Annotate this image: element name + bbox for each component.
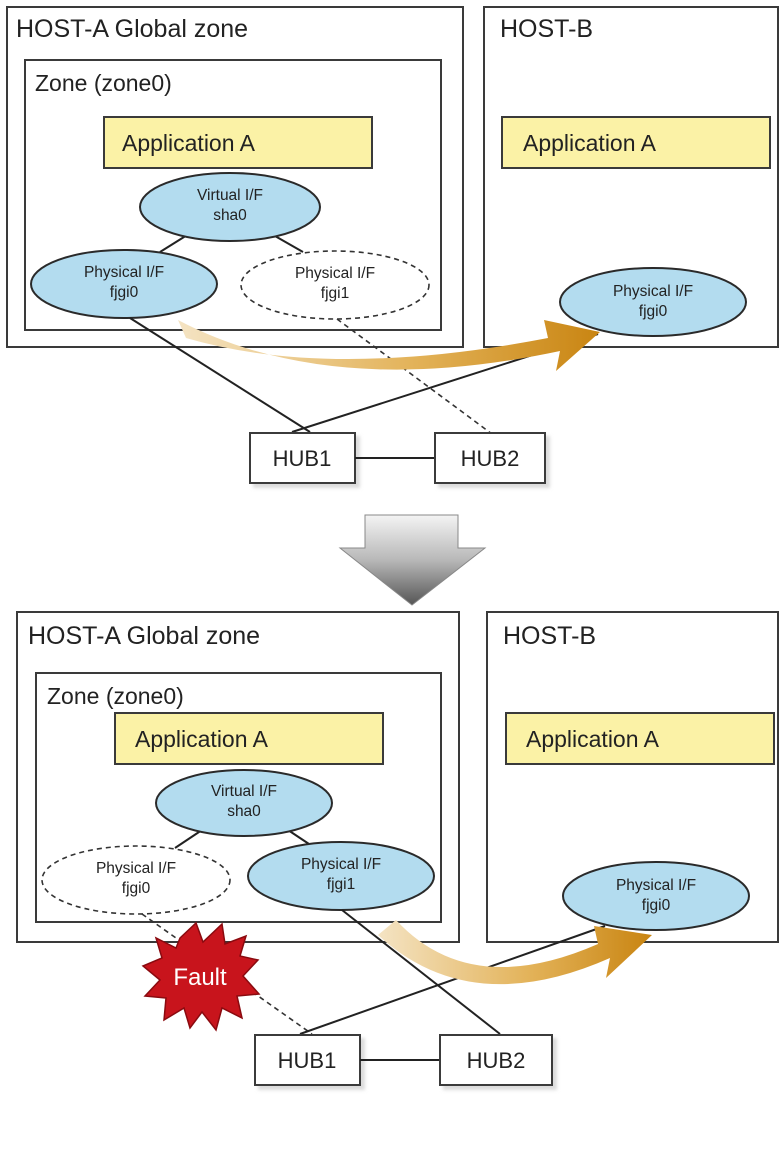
top-hub2-label: HUB2: [461, 446, 520, 471]
top-physical-if-fjgi0: [30, 249, 218, 319]
top-host-b-physical-if: [559, 267, 747, 337]
top-virtual-if-name: sha0: [213, 207, 247, 224]
bottom-hub2-box: [439, 1034, 553, 1086]
bottom-hub2-label: HUB2: [467, 1048, 526, 1073]
bottom-app-box: [114, 712, 384, 765]
top-hub1-box: [249, 432, 356, 484]
top-host-b-title: HOST-B: [500, 15, 593, 43]
bottom-takeover-arrow: [378, 920, 652, 985]
bottom-physical-if-fjgi0: [41, 845, 231, 915]
top-host-a-title: HOST-A Global zone: [16, 15, 248, 43]
top-app-box: [103, 116, 373, 169]
top-physical-if-fjgi1: [240, 250, 430, 320]
bottom-host-b-app-box: [505, 712, 775, 765]
top-app-label: Application A: [122, 130, 256, 156]
bottom-physical-if-fjgi1: [247, 841, 435, 911]
top-physical-if-fjgi1-label: Physical I/F: [295, 265, 375, 282]
top-physical-if-fjgi1-name: fjgi1: [321, 285, 349, 302]
top-hub1-label: HUB1: [273, 446, 332, 471]
bottom-hub1-label: HUB1: [278, 1048, 337, 1073]
top-takeover-arrow: [178, 320, 600, 371]
bottom-zone-title: Zone (zone0): [47, 683, 184, 709]
bottom-physical-if-fjgi1-label: Physical I/F: [301, 856, 381, 873]
bottom-host-b-physical-if: [562, 861, 750, 931]
top-zone-title: Zone (zone0): [35, 70, 172, 96]
top-if0-to-hub1-line: [129, 317, 311, 433]
bottom-physical-if-fjgi1-name: fjgi1: [327, 876, 355, 893]
bottom-virtual-if-label: Virtual I/F: [211, 783, 277, 800]
top-host-b-app-box: [501, 116, 771, 169]
bottom-host-b-if-label: Physical I/F: [616, 877, 696, 894]
bottom-hub1-to-hostb-line: [299, 925, 606, 1035]
top-virtual-if-label: Virtual I/F: [197, 187, 263, 204]
bottom-physical-if-fjgi0-label: Physical I/F: [96, 860, 176, 877]
top-host-b-if-label: Physical I/F: [613, 283, 693, 300]
top-physical-if-fjgi0-name: fjgi0: [110, 284, 139, 301]
fault-label: Fault: [173, 964, 227, 991]
transition-down-arrow: [338, 514, 487, 606]
top-host-b-if-name: fjgi0: [639, 303, 668, 320]
bottom-host-b-app-label: Application A: [526, 726, 660, 752]
bottom-if0-to-hub1-line: [141, 913, 313, 1035]
top-host-b-app-label: Application A: [523, 130, 657, 156]
top-scenario: HOST-A Global zone Zone (zone0) Applicat…: [6, 6, 779, 484]
top-virtual-if: [139, 172, 321, 242]
top-physical-if-fjgi0-label: Physical I/F: [84, 264, 164, 281]
bottom-app-label: Application A: [135, 726, 269, 752]
bottom-virtual-if-name: sha0: [227, 803, 261, 820]
bottom-host-b-if-name: fjgi0: [642, 897, 671, 914]
bottom-host-a-title: HOST-A Global zone: [28, 622, 260, 650]
bottom-hub1-box: [254, 1034, 361, 1086]
bottom-virtual-if: [155, 769, 333, 837]
bottom-physical-if-fjgi0-name: fjgi0: [122, 880, 151, 897]
bottom-scenario: HOST-A Global zone Zone (zone0) Applicat…: [16, 611, 779, 1086]
bottom-if1-to-hub2-line: [341, 909, 501, 1035]
bottom-host-b-title: HOST-B: [503, 622, 596, 650]
fault-burst-icon: [141, 921, 261, 1032]
top-hub2-box: [434, 432, 546, 484]
